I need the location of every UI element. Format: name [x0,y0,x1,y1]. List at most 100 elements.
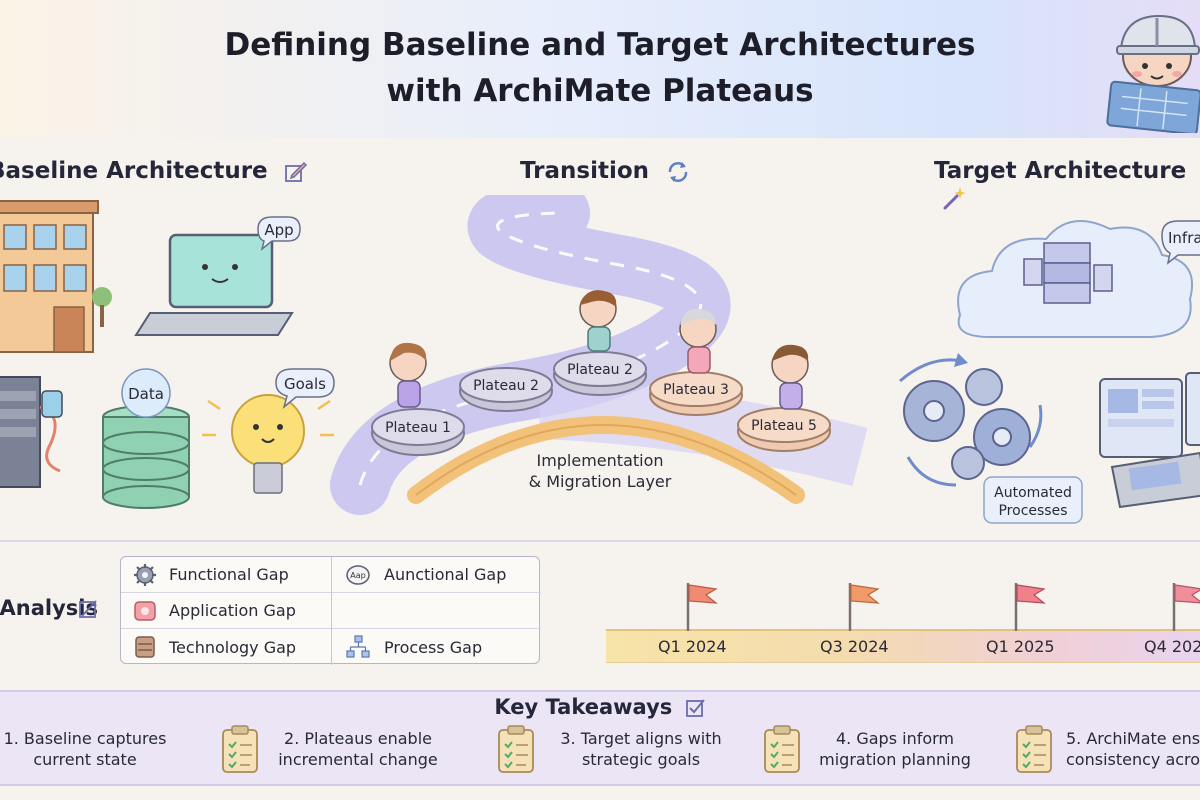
character-kid-icon [771,344,809,410]
milestone-flag-icon [1014,583,1046,631]
takeaway-3-line-2: strategic goals [581,750,701,769]
office-building-icon [0,200,112,353]
svg-text:Aap: Aap [350,571,365,580]
gap-label-application: Application Gap [169,601,296,620]
server-icon [135,636,155,658]
character-grandma-icon [679,308,717,374]
migration-bridge [407,416,805,504]
character-boy-icon [579,290,617,352]
app-icon [134,600,156,621]
takeaway-1-line-1: 1. Baseline captures [3,729,167,748]
takeaway-item-1: 1. Baseline captures current state [0,728,170,770]
plateau-2b-stone [553,351,647,396]
app-callout-label: App [264,221,293,239]
plateau-1-label: Plateau 1 [385,420,451,436]
clipboard-icon [498,725,534,773]
section-divider [0,540,1200,542]
milestone-flag-icon [848,583,880,631]
migration-layer-line-2: & Migration Layer [529,472,672,491]
baseline-title-text: Baseline Architecture [0,158,268,184]
title-banner [0,0,1200,138]
milestone-flag-icon [686,583,718,631]
gap-analysis-table: Functional Gap Aap Aunctiоnal Gap Applic… [120,556,541,665]
gap-analysis-title-text: Gap Analysis [0,596,98,620]
title-line-2: with ArchiMate Plateaus [386,73,814,109]
plateau-2a-label: Plateau 2 [473,378,539,394]
timeline-label-4: Q4 2025 [1144,637,1200,656]
transition-section-title: Transition [520,158,691,184]
clipboard-icon [222,725,258,773]
gap-item-process: Process Gap [331,629,541,665]
clipboard-icon [764,725,800,773]
takeaway-2-line-1: 2. Plateaus enable [284,729,432,748]
gear-icon [134,563,156,586]
server-rack-icon [0,376,63,488]
checklist-edit-icon [79,600,97,618]
timeline-label-2: Q3 2024 [820,637,889,656]
magic-wand-icon [943,186,966,209]
plateau-5-stone [737,407,831,452]
clipboard-icon [1016,725,1052,773]
baseline-section-title: Baseline Architecture [0,158,308,184]
timeline-bar [606,629,1200,663]
plateau-3-stone [649,371,743,416]
plateau-1-stone [371,408,465,456]
takeaway-item-2: 2. Plateaus enable incremental change [268,728,448,770]
title-line-1: Defining Baseline and Target Architectur… [224,27,976,63]
automated-line-2: Processes [998,503,1067,519]
migration-timeline: Q1 2024 Q3 2024 Q1 2025 Q4 2025 [600,575,1200,670]
architecture-illustration: App Data Goals Implementation & Mi [0,195,1200,524]
goals-callout-label: Goals [284,375,326,393]
gap-item-technology: Technology Gap [121,629,331,665]
gap-item-application: Application Gap [121,593,331,629]
gap-analysis-title: Gap Analysis [0,596,98,620]
takeaway-item-3: 3. Target aligns with strategic goals [546,728,736,770]
automated-line-1: Automated [994,485,1072,501]
plateau-2b-label: Plateau 2 [567,362,633,378]
milestone-flag-icon [1172,583,1200,631]
key-takeaways-band [0,690,1200,786]
lightbulb-goals-icon [202,368,335,494]
refresh-cycle-icon [668,161,688,182]
app-badge-icon: Aap [346,564,370,585]
timeline-label-1: Q1 2024 [658,637,727,656]
takeaway-item-4: 4. Gaps inform migration planning [810,728,980,770]
dashboard-devices-icon [1099,372,1200,509]
plateau-2a-stone [459,367,553,412]
flowchart-icon [346,635,370,658]
edit-pencil-icon [284,161,307,182]
plateau-5-label: Plateau 5 [751,418,817,434]
infra-callout-label: Infra [1168,229,1200,247]
takeaway-4-line-2: migration planning [819,750,971,769]
takeaway-5-line-2: consistency across [1066,750,1200,769]
gears-automation-icon [899,353,1083,524]
migration-layer-line-1: Implementation [536,451,663,470]
gap-label-functional: Functional Gap [169,565,289,584]
architect-mascot-icon [1106,14,1200,133]
cloud-infrastructure-icon [957,220,1200,338]
target-section-title: Target Architecture [934,158,1200,211]
takeaway-item-5: 5. ArchiMate ensures consistency across [1066,728,1200,770]
takeaway-4-line-1: 4. Gaps inform [835,729,955,748]
key-takeaways-title: Key Takeaways [0,695,1200,719]
takeaway-2-line-2: incremental change [278,750,438,769]
gap-label-process: Process Gap [384,637,483,657]
page-title: Defining Baseline and Target Architectur… [0,22,1200,114]
takeaway-1-line-2: current state [33,750,137,769]
key-takeaways-title-text: Key Takeaways [494,695,673,719]
checkbox-icon [685,699,705,717]
transition-title-text: Transition [520,158,650,184]
plateau-3-label: Plateau 3 [663,382,729,398]
gap-label-technology: Technology Gap [169,637,297,657]
character-girl-icon [389,342,427,408]
gap-label-functional-alt: Aunctiоnal Gap [384,565,507,584]
timeline-label-3: Q1 2025 [986,637,1055,656]
target-title-text: Target Architecture [934,158,1187,184]
laptop-app-icon [134,216,301,336]
takeaway-5-line-1: 5. ArchiMate ensures [1066,729,1200,748]
gap-item-empty [331,593,541,629]
gap-item-functional-alt: Aap Aunctiоnal Gap [331,557,541,593]
data-callout-label: Data [128,385,164,403]
takeaway-3-line-1: 3. Target aligns with [560,729,722,748]
database-icon [102,368,190,509]
